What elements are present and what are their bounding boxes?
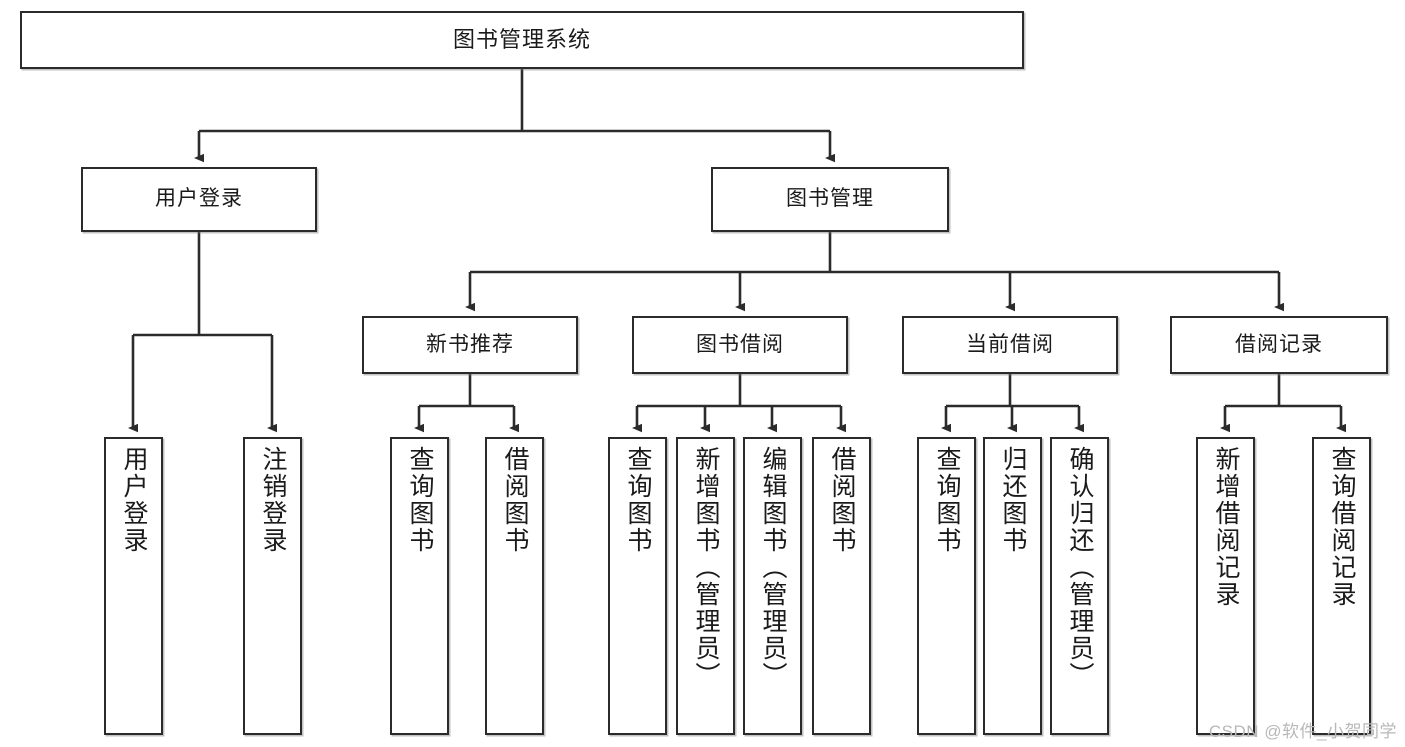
node-label: 查询图书 <box>624 446 652 554</box>
leaf-new-book-query-book[interactable]: 查询图书 <box>390 437 449 735</box>
node-label: 查询图书 <box>933 446 961 554</box>
leaf-new-book-borrow-book[interactable]: 借阅图书 <box>485 437 544 735</box>
node-new-book-recommend[interactable]: 新书推荐 <box>362 316 578 374</box>
node-label: 借阅图书 <box>828 446 856 554</box>
node-book-borrow[interactable]: 图书借阅 <box>632 316 848 374</box>
node-book-management[interactable]: 图书管理 <box>711 167 949 232</box>
leaf-borrow-record-query-record[interactable]: 查询借阅记录 <box>1312 437 1371 735</box>
node-label: 用户登录 <box>120 446 148 554</box>
node-label: 新增借阅记录 <box>1212 446 1240 608</box>
leaf-book-borrow-borrow-book[interactable]: 借阅图书 <box>812 437 871 735</box>
leaf-current-borrow-confirm-return-admin[interactable]: 确认归还（管理员） <box>1050 437 1109 735</box>
node-user-login[interactable]: 用户登录 <box>81 167 317 232</box>
node-label: 新书推荐 <box>426 332 514 356</box>
node-label: 查询图书 <box>406 446 434 554</box>
leaf-current-borrow-return-book[interactable]: 归还图书 <box>983 437 1042 735</box>
leaf-borrow-record-add-record[interactable]: 新增借阅记录 <box>1196 437 1255 735</box>
leaf-user-login-logout[interactable]: 注销登录 <box>243 437 302 735</box>
node-label: 编辑图书（管理员） <box>759 446 787 689</box>
node-current-borrow[interactable]: 当前借阅 <box>902 316 1118 374</box>
leaf-book-borrow-edit-book-admin[interactable]: 编辑图书（管理员） <box>743 437 802 735</box>
node-label: 借阅图书 <box>501 446 529 554</box>
node-label: 当前借阅 <box>966 332 1054 356</box>
node-label: 注销登录 <box>259 446 287 554</box>
node-label: 用户登录 <box>155 187 243 211</box>
node-label: 查询借阅记录 <box>1328 446 1356 608</box>
node-label: 归还图书 <box>999 446 1027 554</box>
node-label: 图书借阅 <box>696 332 784 356</box>
node-root-book-management-system[interactable]: 图书管理系统 <box>20 11 1024 69</box>
node-borrow-record[interactable]: 借阅记录 <box>1170 316 1388 374</box>
node-label: 图书管理 <box>786 187 874 211</box>
node-label: 新增图书（管理员） <box>692 446 720 689</box>
leaf-current-borrow-query-book[interactable]: 查询图书 <box>917 437 976 735</box>
leaf-book-borrow-query-book[interactable]: 查询图书 <box>608 437 667 735</box>
leaf-book-borrow-add-book-admin[interactable]: 新增图书（管理员） <box>676 437 735 735</box>
leaf-user-login-login[interactable]: 用户登录 <box>104 437 163 735</box>
node-label: 确认归还（管理员） <box>1066 446 1094 689</box>
node-label: 借阅记录 <box>1235 332 1323 356</box>
watermark-text: CSDN @软件_小贺同学 <box>1208 722 1397 741</box>
node-label: 图书管理系统 <box>452 27 591 53</box>
